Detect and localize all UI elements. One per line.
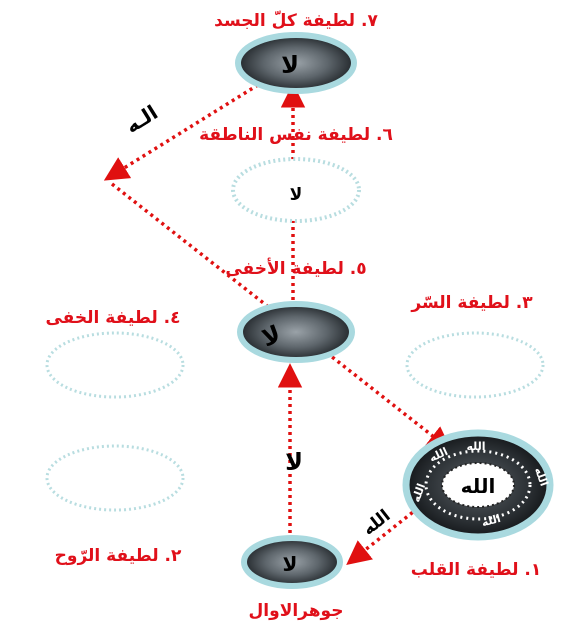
qalb-center-oval [441, 462, 515, 508]
label-kull-al-jasad: ٧. لطيفة كلّ الجسد [214, 10, 378, 31]
node-kull-al-jasad-text: لا [281, 51, 299, 79]
qalb-ring-text-bottom: الله [480, 512, 502, 529]
node-nafs-natiqa-text: لا [290, 185, 303, 205]
label-khafi: ٤. لطيفة الخفى [45, 308, 180, 328]
oval-nafs-natiqa [231, 157, 361, 223]
label-jawhar: جوهرالاوال [249, 601, 344, 621]
qalb-inner-ring [424, 449, 532, 521]
node-qalb: الله الله الله الله الله الله [402, 429, 554, 541]
arrow-text-ilah: الـه [121, 100, 162, 138]
arrow-text-allah: الله [359, 506, 395, 540]
oval-khafi [45, 331, 185, 399]
qalb-ring-text-top: الله [466, 440, 485, 453]
node-jawhar: لا [241, 535, 343, 589]
label-ruh: ٢. لطيفة الرّوح [55, 546, 182, 566]
oval-sirr [405, 331, 545, 399]
node-kull-al-jasad: لا [235, 32, 357, 94]
arrow-kull-al-jasad-to-apex [103, 68, 283, 181]
label-sirr: ٣. لطيفة السّر [410, 293, 533, 313]
arrow-text-la: لا [285, 448, 303, 476]
oval-ruh [45, 444, 185, 512]
qalb-ring-text-right: الله [532, 466, 551, 488]
qalb-ring-text-left: الله [409, 482, 428, 504]
node-jawhar-text: لا [283, 552, 298, 576]
label-qalb: ١. لطيفة القلب [411, 560, 542, 580]
arrow-apex-to-qalb [110, 182, 452, 452]
arrow-qalb-to-jawhar [346, 506, 420, 566]
label-nafs-natiqa: ٦. لطيفة نفس الناطقة [199, 125, 393, 145]
qalb-center-text: الله [461, 474, 496, 498]
label-akhfa: ٥. لطيفة الأخفى [225, 258, 366, 279]
node-akhfa: لا [237, 301, 355, 363]
